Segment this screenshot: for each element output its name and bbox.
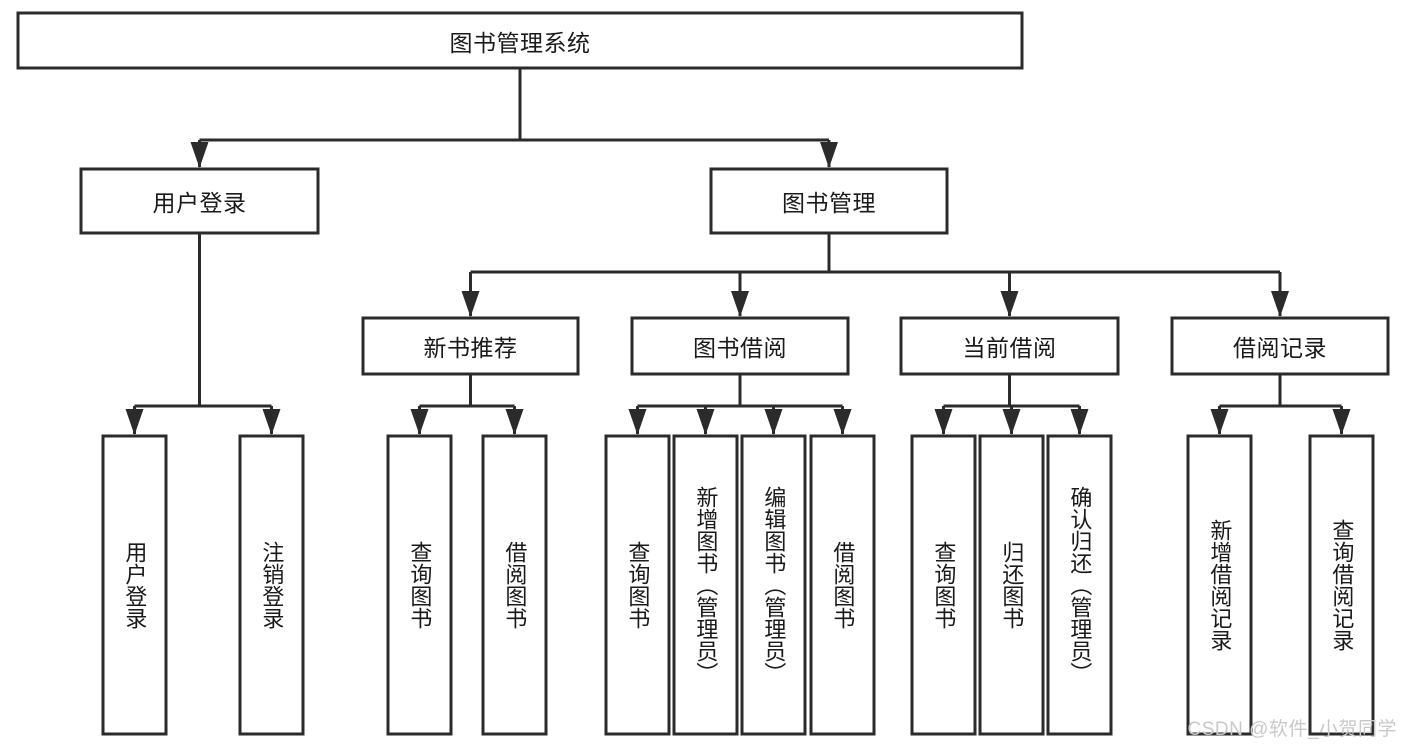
node-box-leaf-12[interactable] xyxy=(1308,434,1375,736)
arrow-head-to-leaf-10 xyxy=(1070,409,1089,435)
node-box-leaf-6[interactable] xyxy=(740,434,807,736)
node-box-leaf-0[interactable] xyxy=(101,434,168,736)
nodes-layer xyxy=(16,11,1390,736)
arrow-head-root-to-level2-0 xyxy=(190,142,209,168)
node-box-root[interactable] xyxy=(16,11,1024,70)
arrow-head-to-leaf-0 xyxy=(125,409,144,435)
arrow-head-to-leaf-7 xyxy=(833,409,852,435)
node-box-leaf-1[interactable] xyxy=(238,434,305,736)
node-box-leaf-5[interactable] xyxy=(672,434,739,736)
node-box-leaf-2[interactable] xyxy=(386,434,453,736)
node-box-leaf-3[interactable] xyxy=(481,434,548,736)
arrow-head-to-leaf-6 xyxy=(764,409,783,435)
arrow-head-level2-to-level3-1 xyxy=(731,291,749,317)
arrow-head-to-leaf-3 xyxy=(505,409,524,435)
arrow-head-to-leaf-8 xyxy=(934,409,953,435)
node-box-leaf-11[interactable] xyxy=(1186,434,1253,736)
arrow-head-to-leaf-12 xyxy=(1332,409,1351,435)
node-box-leaf-7[interactable] xyxy=(809,434,876,736)
arrow-head-to-leaf-5 xyxy=(696,409,715,435)
node-box-level3-0[interactable] xyxy=(361,316,580,376)
node-box-level3-3[interactable] xyxy=(1170,316,1390,376)
node-box-leaf-4[interactable] xyxy=(604,434,671,736)
arrow-head-root-to-level2-1 xyxy=(820,142,838,168)
node-box-level3-2[interactable] xyxy=(899,316,1120,376)
arrow-head-level2-to-level3-0 xyxy=(461,291,480,317)
node-box-leaf-8[interactable] xyxy=(910,434,977,736)
node-box-level3-1[interactable] xyxy=(630,316,850,376)
arrow-head-to-leaf-9 xyxy=(1002,409,1021,435)
node-box-leaf-10[interactable] xyxy=(1046,434,1113,736)
arrow-head-level2-to-level3-3 xyxy=(1271,291,1289,317)
arrow-head-level2-to-level3-2 xyxy=(1000,291,1019,317)
watermark-text: CSDN @软件_小贺同学 xyxy=(1187,719,1397,740)
arrow-head-to-leaf-4 xyxy=(628,409,647,435)
node-box-level2-1[interactable] xyxy=(709,167,949,235)
arrow-head-to-leaf-11 xyxy=(1210,409,1229,435)
node-box-leaf-9[interactable] xyxy=(978,434,1045,736)
node-box-level2-0[interactable] xyxy=(79,167,320,235)
arrow-head-to-leaf-1 xyxy=(262,409,281,435)
arrow-head-to-leaf-2 xyxy=(410,409,429,435)
edges-layer xyxy=(125,68,1351,435)
